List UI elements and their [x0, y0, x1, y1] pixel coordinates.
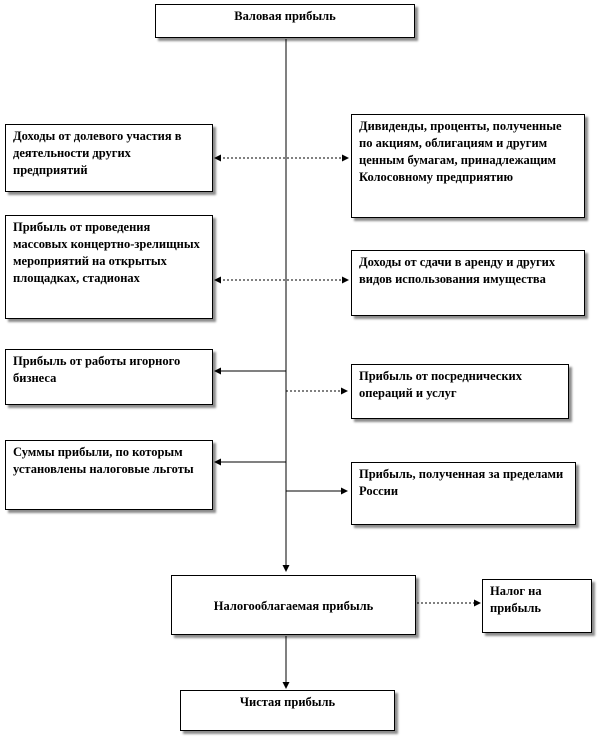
mass-events-box: Прибыль от проведения массовых концертно…	[5, 215, 213, 319]
net-profit-box: Чистая прибыль	[180, 690, 395, 731]
equity-income-label: Доходы от долевого участия в деятельност…	[13, 129, 182, 177]
gross-profit-box: Валовая прибыль	[155, 4, 415, 38]
profit-tax-box: Налог на прибыль	[482, 579, 592, 633]
foreign-profit-box: Прибыль, полученная за пределами России	[351, 462, 576, 525]
taxable-profit-label: Налогооблагаемая прибыль	[213, 599, 374, 613]
equity-income-box: Доходы от долевого участия в деятельност…	[5, 124, 213, 192]
mass-events-label: Прибыль от проведения массовых концертно…	[13, 220, 200, 285]
rent-income-box: Доходы от сдачи в аренду и других видов …	[351, 250, 585, 316]
gambling-label: Прибыль от работы игорного бизнеса	[13, 354, 181, 385]
profit-tax-label: Налог на прибыль	[490, 584, 542, 615]
gambling-box: Прибыль от работы игорного бизнеса	[5, 349, 213, 405]
intermediary-label: Прибыль от посреднических операций и усл…	[359, 369, 523, 400]
taxable-profit-box: Налогооблагаемая прибыль	[171, 575, 416, 635]
dividends-box: Дивиденды, проценты, полученные по акция…	[351, 114, 585, 218]
dividends-label: Дивиденды, проценты, полученные по акция…	[359, 119, 562, 184]
tax-benefits-label: Суммы прибыли, по которым установлены на…	[13, 445, 194, 476]
tax-benefits-box: Суммы прибыли, по которым установлены на…	[5, 440, 213, 510]
net-profit-label: Чистая прибыль	[239, 695, 336, 709]
foreign-profit-label: Прибыль, полученная за пределами России	[359, 467, 564, 498]
gross-profit-label: Валовая прибыль	[234, 9, 336, 23]
rent-income-label: Доходы от сдачи в аренду и других видов …	[359, 255, 556, 286]
intermediary-box: Прибыль от посреднических операций и усл…	[351, 364, 569, 419]
